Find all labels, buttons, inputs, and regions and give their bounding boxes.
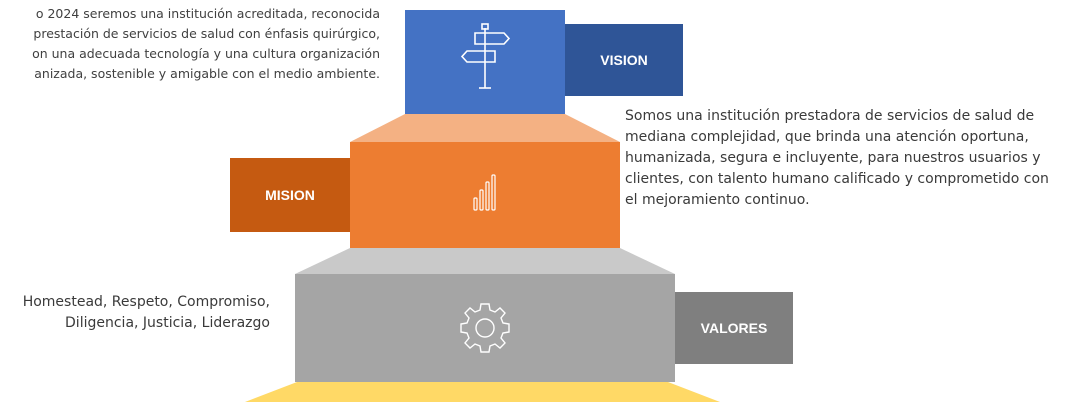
mision-statement: Somos una institución prestadora de serv…	[625, 108, 1049, 208]
mision-step-top	[350, 114, 620, 142]
vision-line: o 2024 seremos una institución acreditad…	[35, 6, 380, 21]
vision-label: VISION	[565, 24, 683, 96]
vision-block	[405, 10, 565, 114]
vision-line: prestación de servicios de salud con énf…	[33, 26, 380, 41]
mision-block	[350, 142, 620, 248]
valores-label: VALORES	[675, 292, 793, 364]
vision-line: on una adecuada tecnología y una cultura…	[32, 46, 380, 61]
gear-icon	[460, 303, 510, 353]
valores-block	[295, 274, 675, 382]
vision-statement: o 2024 seremos una institución acreditad…	[0, 4, 380, 84]
base-step-top	[245, 382, 720, 402]
signpost-icon	[460, 23, 511, 89]
vision-line: anizada, sostenible y amigable con el me…	[34, 66, 380, 81]
mision-label: MISION	[230, 158, 350, 232]
bar-chart-icon	[473, 174, 496, 211]
valores-statement: Homestead, Respeto, Compromiso, Diligenc…	[22, 294, 270, 331]
valores-step-top	[295, 248, 675, 274]
